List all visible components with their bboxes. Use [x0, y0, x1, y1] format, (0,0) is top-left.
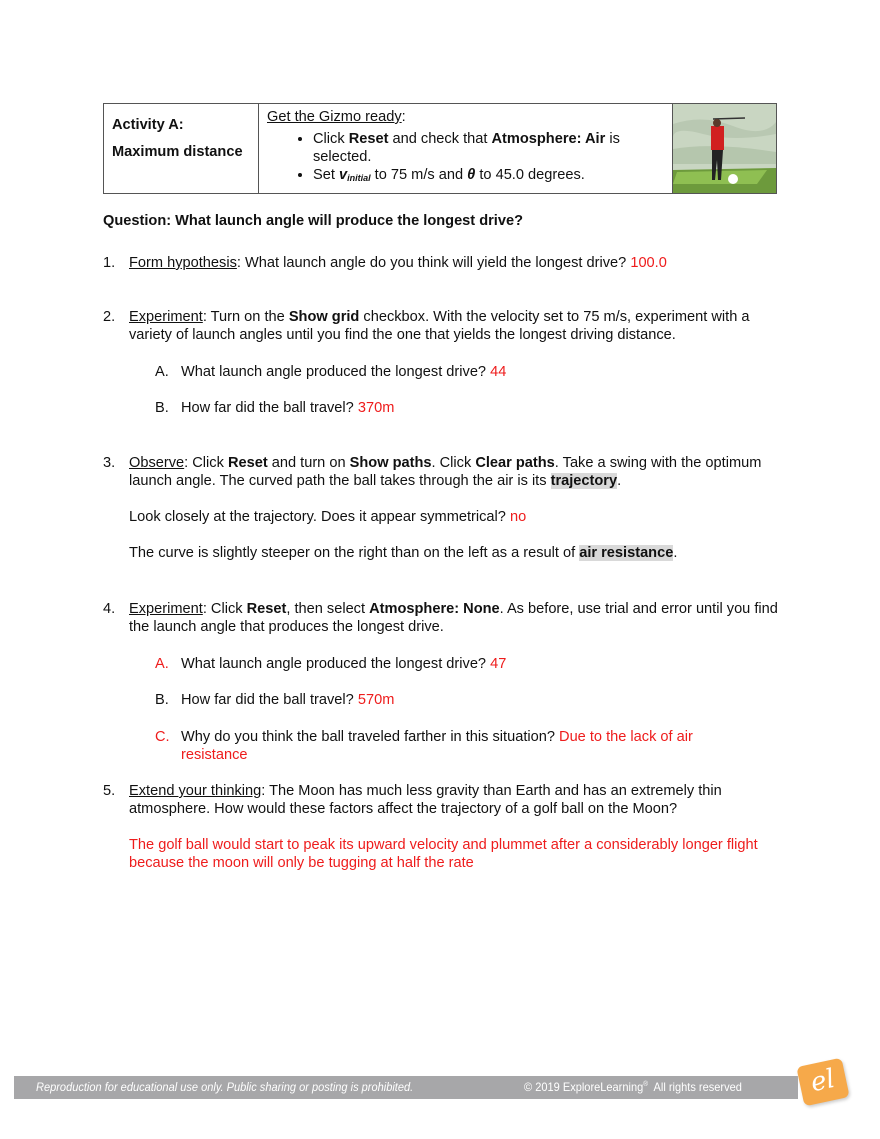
answer[interactable]: no: [509, 509, 527, 525]
answer[interactable]: Due to the lack of air resistance: [181, 729, 693, 763]
item-4a: A. What launch angle produced the longes…: [155, 656, 507, 672]
activity-header-table: Activity A: Maximum distance Get the Giz…: [103, 103, 777, 194]
answer[interactable]: The golf ball would start to peak its up…: [129, 837, 758, 871]
answer[interactable]: 570m: [357, 692, 395, 708]
item-5: 5. Extend your thinking: The Moon has mu…: [103, 782, 783, 872]
item-1: 1. Form hypothesis: What launch angle do…: [103, 255, 667, 271]
instructions-cell: Get the Gizmo ready: Click Reset and che…: [259, 104, 673, 193]
item-2: 2. Experiment: Turn on the Show grid che…: [103, 309, 750, 343]
ready-heading: Get the Gizmo ready: [267, 109, 402, 125]
instruction-list: Click Reset and check that Atmosphere: A…: [267, 130, 672, 187]
instruction-item: Set vinitial to 75 m/s and θ to 45.0 deg…: [313, 166, 672, 187]
answer[interactable]: 47: [490, 656, 507, 672]
main-question: Question: What launch angle will produce…: [103, 213, 524, 229]
activity-title: Maximum distance: [112, 144, 243, 160]
explorelearning-logo-icon: el: [796, 1057, 850, 1107]
footer-copyright: © 2019 ExploreLearning® All rights reser…: [524, 1080, 742, 1094]
answer[interactable]: 44: [490, 364, 507, 380]
footer-notice: Reproduction for educational use only. P…: [36, 1080, 414, 1094]
item-2a: A. What launch angle produced the longes…: [155, 364, 507, 380]
activity-title-cell: Activity A: Maximum distance: [104, 104, 259, 193]
item-2b: B. How far did the ball travel? 370m: [155, 400, 395, 416]
answer[interactable]: 100.0: [630, 255, 667, 271]
item-4: 4. Experiment: Click Reset, then select …: [103, 601, 778, 635]
fill-in[interactable]: air resistance: [579, 545, 674, 561]
item-4c: C. Why do you think the ball traveled fa…: [155, 729, 693, 763]
answer[interactable]: 370m: [357, 400, 395, 416]
golfer-image: [673, 104, 776, 193]
footer-bar: Reproduction for educational use only. P…: [14, 1076, 798, 1099]
activity-label: Activity A:: [112, 117, 184, 133]
instruction-item: Click Reset and check that Atmosphere: A…: [313, 130, 672, 166]
item-4b: B. How far did the ball travel? 570m: [155, 692, 395, 708]
item-3: 3. Observe: Click Reset and turn on Show…: [103, 455, 762, 561]
